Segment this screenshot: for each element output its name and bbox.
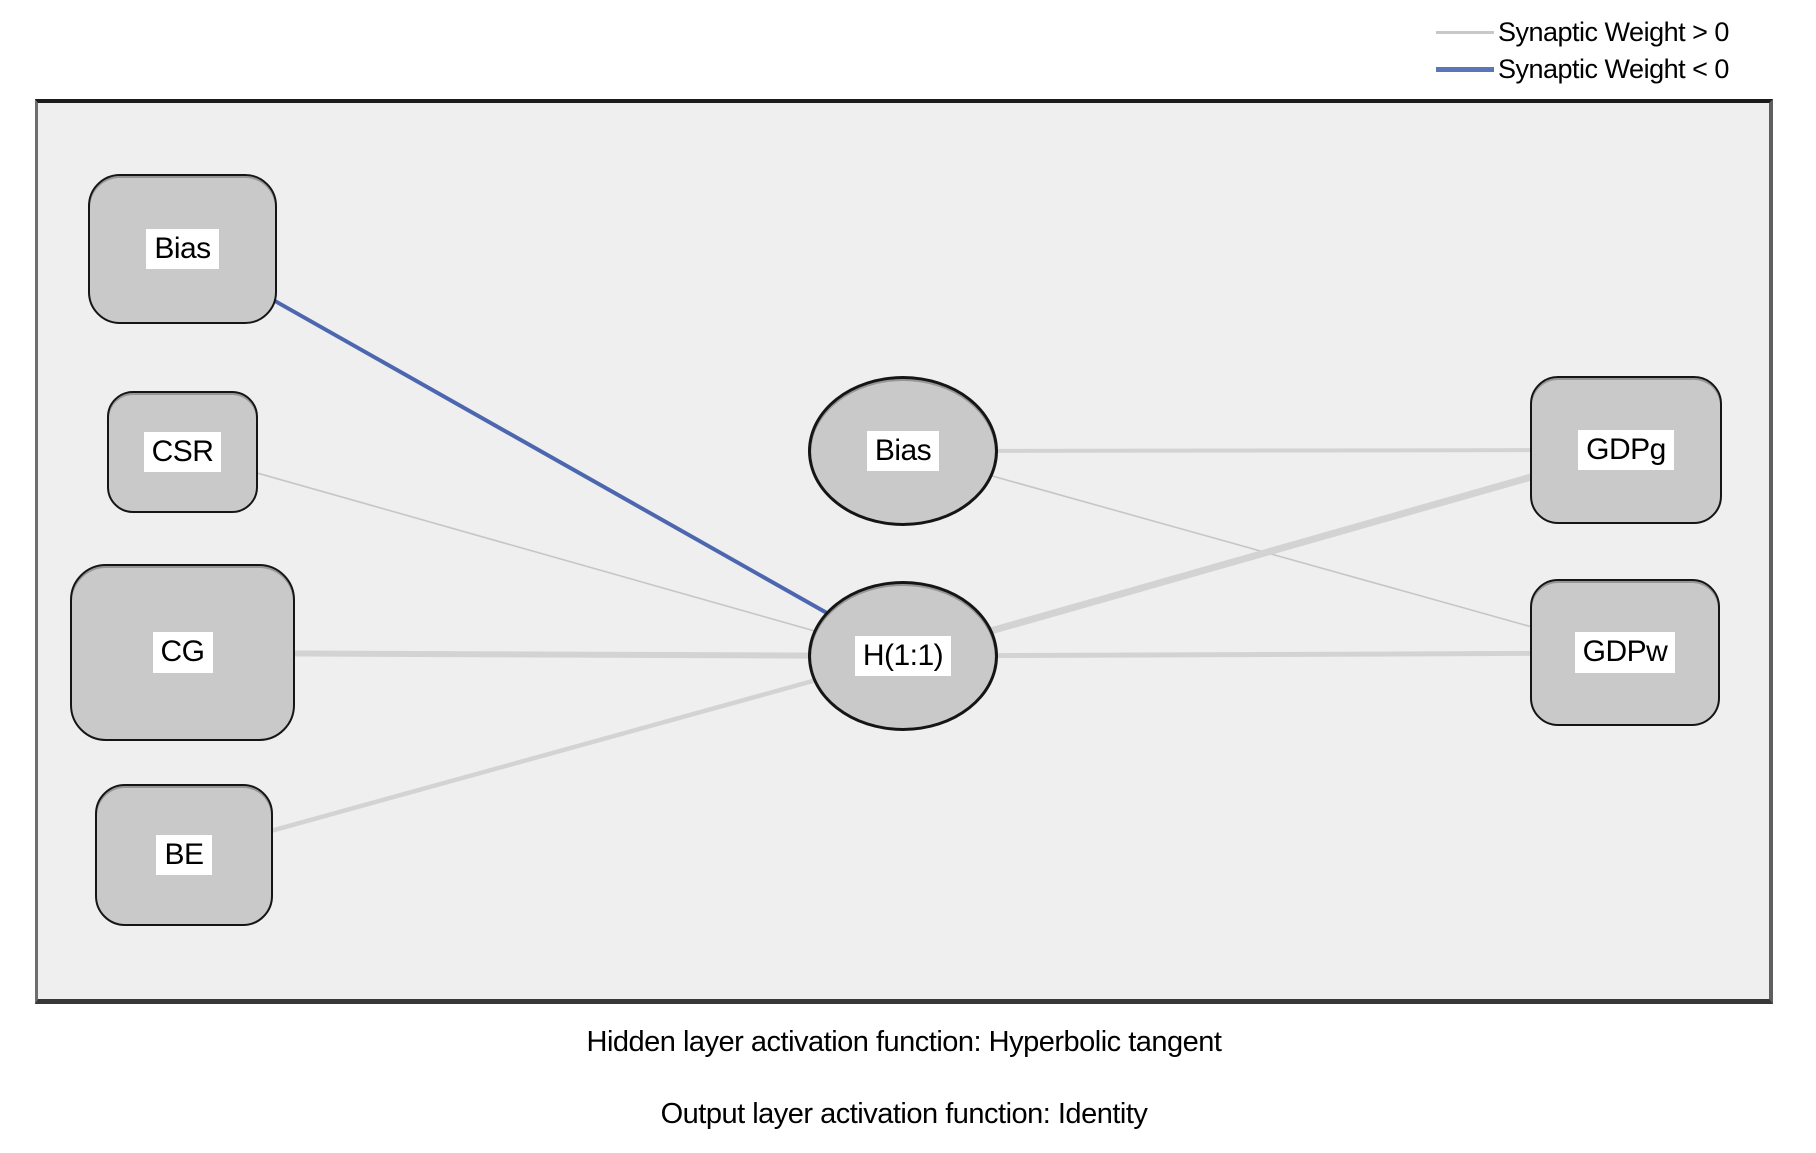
input-node-be: BE bbox=[95, 784, 273, 926]
negative-weight-line-icon bbox=[1436, 67, 1494, 72]
edge-be-to-h11 bbox=[183, 653, 904, 858]
input-node-cg-label: CG bbox=[152, 632, 213, 673]
edge-hiddenbias-to-gdpg bbox=[902, 448, 1627, 453]
input-node-csr-label: CSR bbox=[143, 431, 222, 473]
input-node-bias: Bias bbox=[88, 174, 277, 324]
edge-csr-to-h11 bbox=[182, 451, 904, 657]
hidden-node-bias-label: Bias bbox=[866, 430, 940, 472]
legend-row-positive: Synaptic Weight > 0 bbox=[1436, 14, 1729, 51]
output-node-gdpg-label: GDPg bbox=[1578, 429, 1674, 471]
hidden-node-bias: Bias bbox=[808, 376, 998, 526]
output-node-gdpw: GDPw bbox=[1530, 579, 1720, 726]
input-node-csr: CSR bbox=[107, 391, 258, 513]
edge-h11-to-gdpw bbox=[902, 650, 1626, 659]
edge-inputbias-to-h11-negative bbox=[182, 247, 904, 658]
caption-output-activation: Output layer activation function: Identi… bbox=[660, 1098, 1148, 1130]
output-node-gdpw-label: GDPw bbox=[1574, 632, 1676, 673]
positive-weight-line-icon bbox=[1436, 31, 1494, 34]
synaptic-edges bbox=[182, 247, 1627, 858]
legend-label-negative: Synaptic Weight < 0 bbox=[1498, 54, 1729, 84]
output-node-gdpg: GDPg bbox=[1530, 376, 1722, 524]
hidden-node-h11: H(1:1) bbox=[808, 581, 998, 731]
caption-hidden-activation: Hidden layer activation function: Hyperb… bbox=[586, 1026, 1222, 1058]
legend-row-negative: Synaptic Weight < 0 bbox=[1436, 51, 1729, 88]
legend: Synaptic Weight > 0 Synaptic Weight < 0 bbox=[1436, 14, 1729, 88]
hidden-node-h11-label: H(1:1) bbox=[854, 635, 952, 677]
input-node-bias-label: Bias bbox=[146, 228, 219, 270]
edge-cg-to-h11 bbox=[182, 650, 904, 659]
edge-h11-to-gdpg bbox=[902, 446, 1627, 660]
input-node-cg: CG bbox=[70, 564, 295, 741]
legend-label-positive: Synaptic Weight > 0 bbox=[1498, 17, 1729, 47]
input-node-be-label: BE bbox=[156, 834, 212, 876]
diagram-frame: Bias CSR CG BE Bias H(1:1) GDPg GDPw bbox=[35, 99, 1773, 1004]
